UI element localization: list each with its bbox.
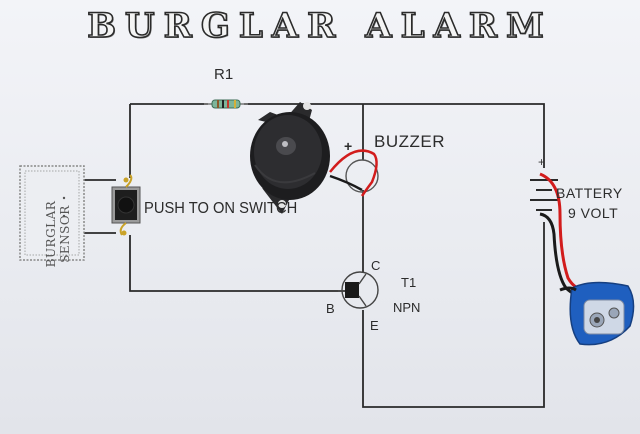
- buzzer-red-lead: [329, 149, 378, 197]
- base-label: B: [326, 301, 335, 316]
- switch-label: PUSH TO ON SWITCH: [144, 200, 298, 217]
- wire-left-lower: [129, 235, 345, 292]
- svg-text:+: +: [538, 155, 545, 169]
- battery-clip: [559, 281, 635, 346]
- transistor-name-label: T1: [401, 275, 417, 290]
- board-title: BURGLAR ALARM: [86, 5, 553, 47]
- battery-label: BATTERY: [556, 185, 623, 201]
- collector-label: C: [371, 258, 381, 273]
- sensor-label: BURGLAR SENSOR: [44, 200, 72, 268]
- transistor-type-label: NPN: [393, 300, 421, 315]
- battery-voltage-label: 9 VOLT: [568, 205, 619, 221]
- resistor-r1: [204, 99, 248, 109]
- buzzer-black-lead: [329, 174, 363, 192]
- buzzer-terminal-symbol: [345, 159, 379, 193]
- resistor-label: R1: [214, 66, 234, 83]
- emitter-label: E: [370, 318, 379, 333]
- wire-top-right: [244, 103, 545, 168]
- wire-right-bottom: [362, 222, 545, 408]
- transistor-t1: [338, 271, 379, 309]
- burglar-sensor: [19, 165, 85, 261]
- battery-symbol: +: [530, 155, 558, 211]
- buzzer-label: BUZZER: [374, 132, 445, 151]
- push-switch[interactable]: [111, 174, 141, 236]
- printed-wires: [84, 103, 545, 408]
- buzzer-plus-label: +: [344, 138, 353, 154]
- buzzer: [250, 102, 330, 214]
